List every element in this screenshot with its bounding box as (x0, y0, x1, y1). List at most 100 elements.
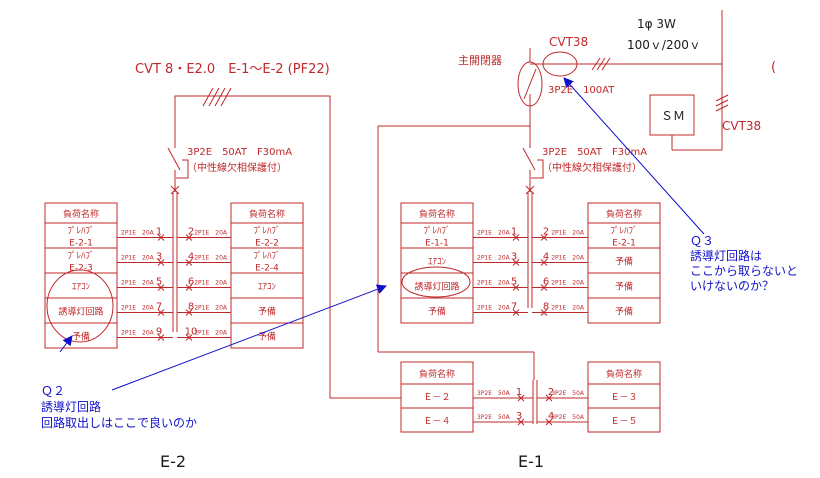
e2-right-circuit-number: 4 (188, 252, 194, 263)
e1-right-breaker-spec: 2P1E 20A (551, 255, 585, 262)
e1-left-breaker-spec: 2P1E 20A (477, 305, 511, 312)
e1-left-load-name: ﾌﾟﾚﾊﾌﾞ (423, 226, 450, 237)
e1-left-header: 負荷名称 (419, 208, 455, 220)
e2-right-header: 負荷名称 (249, 208, 285, 220)
feeder-label: CVT 8・E2.0 E-1〜E-2 (PF22) (135, 62, 330, 77)
e2-right-load-name: 予備 (258, 331, 276, 343)
e2-left-circuit-number: 9 (156, 327, 162, 338)
e2-right-row (230, 322, 304, 349)
e1-sub-left-breaker-mark (517, 394, 525, 402)
q3-number: Ｑ３ (690, 234, 714, 248)
e2-left-breaker-spec: 2P1E 20A (121, 280, 155, 287)
e2-left-circuit-number: 5 (156, 277, 162, 288)
e1-left-circuit-number: 3 (511, 252, 517, 263)
e2-left-breaker-mark (157, 234, 165, 241)
e2-right-breaker-spec: 2P1E 20A (194, 230, 228, 237)
e1-sub-left-header: 負荷名称 (419, 368, 455, 380)
e1-sub-right-load-name: Ｅ－５ (610, 417, 637, 427)
e2-left-breaker-spec: 2P1E 20A (121, 255, 155, 262)
e2-left-row (44, 322, 118, 349)
e2-right-breaker-mark (185, 334, 193, 341)
e2-right-breaker-spec: 2P1E 20A (194, 330, 228, 337)
e2-right-load-id: E-2-2 (255, 239, 279, 249)
e1-right-circuit-number: 2 (543, 227, 549, 238)
e1-left-load-name: 誘導灯回路 (414, 281, 459, 293)
e1-sub-right-breaker-spec: 3P2E 50A (551, 390, 585, 397)
e1-sub-left-circuit-number: 1 (516, 387, 522, 398)
e1-left-row (400, 297, 474, 324)
e1-left-load-id: E-1-1 (425, 239, 449, 249)
e1-right-load-name: 予備 (615, 306, 633, 318)
q3-annotation: Ｑ３ 誘導灯回路は ここから取らないと いけないのか？ (563, 77, 798, 293)
e2-left-load-name: 予備 (72, 331, 90, 343)
e1-sub-left-load-name: Ｅ－２ (423, 393, 450, 403)
e1-left-circuit-number: 7 (511, 302, 517, 313)
e2-emergency-light-marker (46, 269, 114, 343)
e1-sub-left-breaker-spec: 3P2E 50A (477, 390, 511, 397)
e2-left-breaker-spec: 2P1E 20A (121, 305, 155, 312)
e2-right-breaker-mark (185, 259, 193, 266)
e2-right-load-id: E-2-4 (255, 264, 279, 274)
paren: ( (771, 60, 776, 75)
e1-right-load-id: E-2-1 (612, 239, 636, 249)
e2-right-breaker-mark (185, 309, 193, 316)
e2-left-circuit-number: 7 (156, 302, 162, 313)
e2-left-breaker-mark (157, 309, 165, 316)
e2-right-breaker-spec: 2P1E 20A (194, 305, 228, 312)
e1-emergency-light-marker (401, 266, 471, 298)
e1-right-breaker-mark (540, 259, 548, 266)
e1-left-breaker-spec: 2P1E 20A (477, 280, 511, 287)
e2-right-load-name: ﾌﾟﾚﾊﾌﾞ (253, 251, 280, 262)
e1-sub-left-breaker-spec: 3P2E 50A (477, 414, 511, 421)
e2-panel: 3P2E 50AT F30mA （中性線欠相保護付） 負荷名称ﾌﾟﾚﾊﾌﾞE-2… (44, 140, 304, 349)
e2-right-circuit-number: 2 (188, 227, 194, 238)
e2-right-load-name: ｴｱｺﾝ (258, 283, 277, 293)
e2-right-load-name: 予備 (258, 306, 276, 318)
e2-left-breaker-mark (157, 284, 165, 291)
e2-left-load-name: 誘導灯回路 (58, 306, 103, 318)
e2-right-breaker-spec: 2P1E 20A (194, 280, 228, 287)
e2-left-breaker-mark (157, 334, 165, 341)
e2-left-header: 負荷名称 (63, 208, 99, 220)
e1-right-breaker-spec: 2P1E 20A (551, 305, 585, 312)
e2-left-circuit-number: 1 (156, 227, 162, 238)
e2-left-load-name: ﾌﾟﾚﾊﾌﾞ (67, 226, 94, 237)
e2-right-circuit-number: 6 (188, 277, 194, 288)
e2-left-load-id: E-2-3 (69, 264, 93, 274)
e2-left-load-name: ｴｱｺﾝ (72, 283, 91, 293)
e2-right-circuit-number: 10 (185, 327, 198, 338)
e1-right-circuit-number: 8 (543, 302, 549, 313)
e1-right-breaker-spec: 2P1E 20A (551, 230, 585, 237)
e1-right-breaker-mark (540, 309, 548, 316)
q2-line1: 誘導灯回路 (41, 399, 101, 414)
q2-line2: 回路取出しはここで良いのか (41, 415, 197, 430)
e1-left-breaker-mark (512, 284, 520, 291)
e2-left-circuit-number: 3 (156, 252, 162, 263)
e2-breaker-note: （中性線欠相保護付） (187, 161, 287, 174)
cvt38-label-2: CVT38 (722, 119, 761, 133)
q2-number: Ｑ２ (41, 384, 65, 398)
q3-line1: 誘導灯回路は (690, 248, 762, 263)
e1-sub-right-row (587, 407, 661, 433)
e1-sub-right-breaker-mark (545, 418, 553, 426)
feeder-cable (174, 87, 401, 399)
e1-right-circuit-number: 6 (543, 277, 549, 288)
e1-title: E-1 (518, 452, 544, 471)
e2-right-breaker-mark (185, 234, 193, 241)
e1-right-breaker-spec: 2P1E 20A (551, 280, 585, 287)
cvt38-label: CVT38 (549, 35, 588, 49)
e2-right-breaker-mark (185, 284, 193, 291)
e1-right-load-name: 予備 (615, 281, 633, 293)
e1-panel: 3P2E 50AT F30mA （中性線欠相保護付） 負荷名称ﾌﾟﾚﾊﾌﾞE-1… (400, 126, 661, 324)
e1-left-breaker-spec: 2P1E 20A (477, 230, 511, 237)
e1-left-breaker-mark (512, 234, 520, 241)
e2-left-breaker-spec: 2P1E 20A (121, 330, 155, 337)
q3-line3: いけないのか？ (690, 279, 774, 293)
e1-sub-left-circuit-number: 3 (516, 411, 522, 422)
